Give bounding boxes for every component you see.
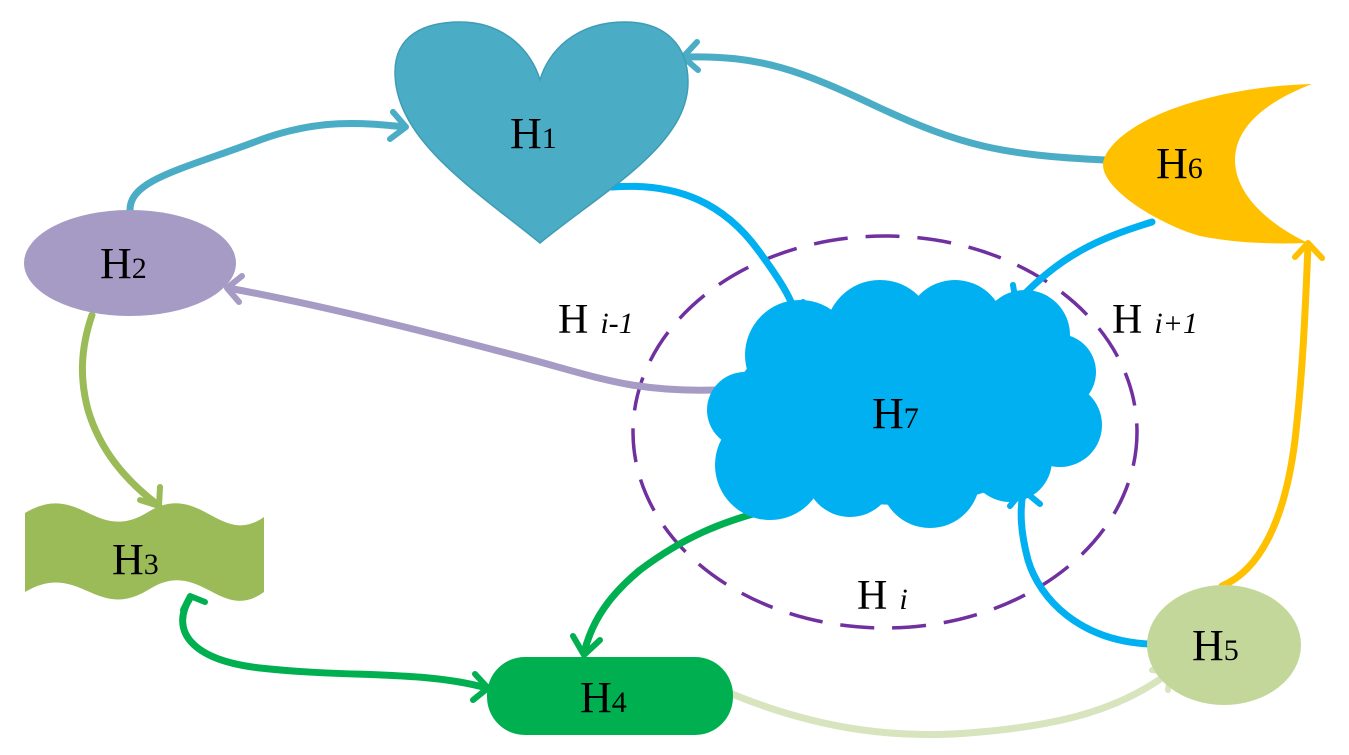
edge-line [728,668,1174,739]
edge-h4-h5 [728,667,1174,739]
dashed-ring [631,234,1139,630]
node-label: H7 [872,389,919,438]
arrowhead-icon [570,633,603,658]
node-label: H3 [112,535,159,584]
edge-line [608,182,801,324]
wave-banner-shape [25,503,264,601]
node-label: H1 [510,109,557,158]
edge-line [126,120,409,214]
heart-shape [394,21,689,244]
edge-line [680,53,1109,164]
node-label: H4 [580,673,627,722]
node-h5[interactable]: H5 [1147,585,1301,705]
node-h1[interactable]: H1 [394,21,689,244]
edge-line [78,311,162,509]
node-h6[interactable]: H6 [1103,84,1312,244]
edge-line [1218,241,1312,590]
edge-h5-h6 [1218,240,1325,590]
arrowhead-icon [180,593,208,613]
node-h7[interactable]: H7 [707,280,1102,528]
arrowhead-icon [137,484,163,509]
edge-h2-h1 [126,109,409,214]
edge-line [224,284,719,394]
edge-h5-h7 [1007,487,1152,648]
edge-h3-h4 [179,593,491,703]
ellipse-shape [24,210,236,316]
edge-h6-h1 [680,39,1109,164]
node-label: H5 [1192,621,1239,670]
node-h3[interactable]: H3 [25,503,264,601]
arrowhead-icon [387,109,409,142]
dashed-ring-group [631,234,1139,630]
edge-h7-h2 [224,273,719,394]
circle-shape [1147,585,1301,705]
node-h2[interactable]: H2 [24,210,236,316]
edge-h6-h7 [1010,218,1156,306]
pill-shape [487,657,733,735]
edge-line [580,502,789,657]
edge-line [179,594,491,692]
node-h4[interactable]: H4 [487,657,733,735]
edge-h2-h3 [78,311,163,509]
node-label: H2 [100,239,147,288]
edge-line [1017,488,1152,648]
crescent-shape [1103,84,1312,244]
edge-h7-h4 [570,502,789,658]
edge-line [1013,218,1156,306]
node-label: H6 [1156,139,1203,188]
cloud-shape [707,280,1102,528]
arrowhead-icon [224,273,245,305]
